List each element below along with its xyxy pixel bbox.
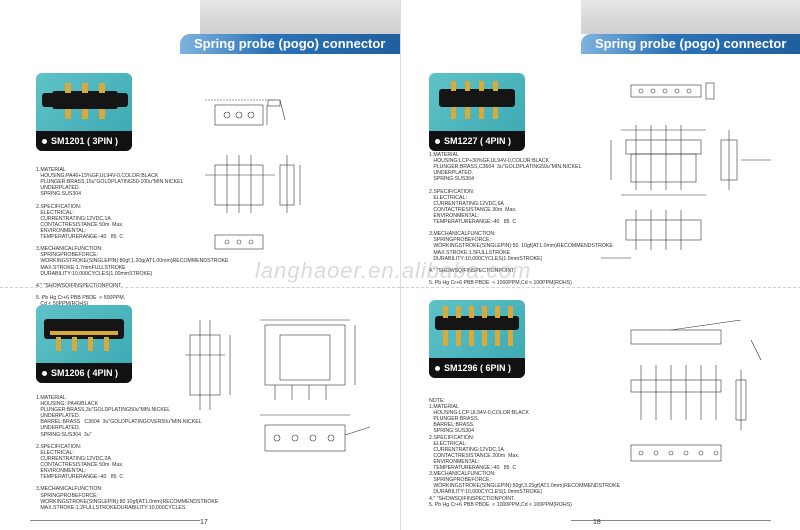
- product-photo-sm1296: SM1296 ( 6PIN ): [429, 300, 525, 378]
- spec-text-sm1227: 1.MATERIAL HOUSING:LCP+30%GF,UL94V-0,COL…: [429, 152, 613, 286]
- product-label-text: SM1227 ( 4PIN ): [444, 136, 512, 146]
- product-photo-sm1201: SM1201 ( 3PIN ): [36, 73, 132, 151]
- technical-drawing-sm1201: [205, 99, 301, 250]
- product-label-sm1227: SM1227 ( 4PIN ): [429, 131, 525, 151]
- product-photo-sm1227: SM1227 ( 4PIN ): [429, 73, 525, 151]
- product-label-text: SM1201 ( 3PIN ): [51, 136, 119, 146]
- spec-text-sm1296: NOTE: 1.MATERIAL HOUSING:LCP UL94V-0,COL…: [429, 398, 621, 508]
- spec-text-sm1206: 1.MATERIAL HOUSING: PA46/BLACK PLUNGER:B…: [36, 395, 219, 511]
- footer-line: [571, 520, 771, 521]
- product-label-sm1296: SM1296 ( 6PIN ): [429, 358, 525, 378]
- connector-4pin-image: [439, 81, 515, 119]
- product-label-text: SM1296 ( 6PIN ): [444, 363, 512, 373]
- page-header-title: Spring probe (pogo) connector: [180, 34, 400, 54]
- connector-4pin-image: [44, 319, 124, 351]
- watermark-text: langhaoer.en.alibaba.com: [255, 258, 532, 283]
- technical-drawing-sm1206: [185, 319, 371, 452]
- product-label-sm1206: SM1206 ( 4PIN ): [36, 363, 132, 383]
- spec-text-sm1201: 1.MATERIAL HOUSING:PA46+15%GF,UL94V-0,CO…: [36, 167, 229, 307]
- product-photo-sm1206: SM1206 ( 4PIN ): [36, 305, 132, 383]
- page-number-left: 17: [200, 519, 208, 526]
- connector-3pin-image: [42, 83, 128, 119]
- technical-drawing-sm1227: [601, 82, 771, 259]
- page-header-title: Spring probe (pogo) connector: [581, 34, 800, 54]
- connector-6pin-image: [435, 306, 519, 346]
- left-page: Spring probe (pogo) connector SM1201 ( 3…: [0, 0, 400, 526]
- right-page: Spring probe (pogo) connector SM1227 ( 4…: [400, 0, 800, 530]
- header-gray-bar: [581, 0, 800, 34]
- technical-drawing-sm1296: [630, 320, 762, 462]
- product-label-sm1201: SM1201 ( 3PIN ): [36, 131, 132, 151]
- bullet-dot-icon: [435, 366, 440, 372]
- footer-line: [30, 520, 200, 521]
- page-number-right: 18: [593, 519, 601, 526]
- bullet-dot-icon: [435, 139, 440, 145]
- section-divider: [401, 287, 800, 288]
- product-label-text: SM1206 ( 4PIN ): [51, 368, 119, 378]
- section-divider: [0, 287, 400, 288]
- bullet-dot-icon: [42, 139, 47, 145]
- header-gray-bar: [200, 0, 400, 34]
- bullet-dot-icon: [42, 371, 47, 377]
